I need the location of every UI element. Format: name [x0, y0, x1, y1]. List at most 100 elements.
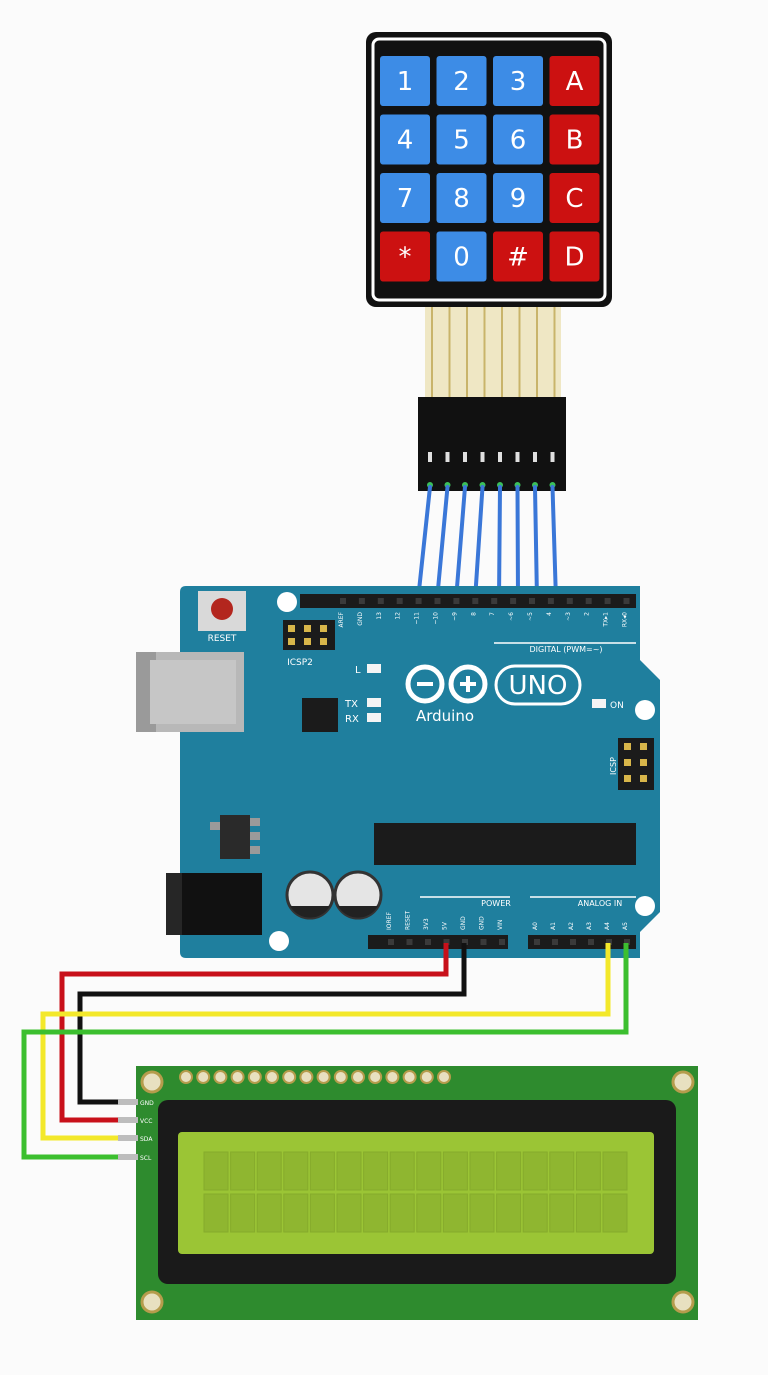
power-pin-labels: IOREF RESET 3V3 5V GND GND VIN: [386, 910, 505, 945]
mounting-hole: [635, 896, 655, 916]
on-label: ON: [610, 701, 624, 711]
pin-label: 12: [395, 612, 402, 620]
keypad-key-label: D: [564, 243, 584, 273]
lcd-pin-label: SCL: [140, 1155, 152, 1162]
pin-label: ~10: [433, 612, 440, 625]
keypad-key[interactable]: D: [549, 231, 600, 282]
keypad-key-label: #: [507, 243, 529, 273]
power-label: POWER: [481, 899, 511, 908]
keypad-key[interactable]: A: [549, 56, 600, 106]
keypad-key-label: 0: [453, 243, 470, 273]
keypad-key[interactable]: 8: [436, 173, 487, 223]
mounting-hole: [269, 931, 289, 951]
keypad-jumper-wires: [415, 485, 559, 604]
keypad-key[interactable]: 9: [493, 173, 543, 223]
keypad-key[interactable]: 2: [436, 56, 487, 106]
pin-label: A2: [568, 922, 575, 930]
sda-wire: [40, 943, 611, 1141]
pin-label: A1: [550, 922, 557, 930]
pin-label: 13: [376, 612, 383, 620]
keypad-key-label: 6: [510, 126, 527, 156]
lcd-pin-label: GND: [140, 1100, 154, 1107]
keypad-key-label: *: [399, 243, 412, 273]
capacitor: [333, 870, 383, 920]
pin-label: A3: [586, 922, 593, 930]
lcd-header-pads: [179, 1070, 451, 1084]
pin-label: 3V3: [423, 918, 430, 930]
keypad-key[interactable]: 6: [493, 114, 543, 165]
pin-label: 5V: [442, 921, 449, 930]
icsp2-label: ICSP2: [287, 658, 313, 668]
pin-label: A5: [622, 922, 629, 930]
uno-label: UNO: [509, 671, 568, 701]
usb-chip: [302, 698, 338, 732]
reset-label: RESET: [208, 634, 237, 644]
pin-label: ~11: [414, 612, 421, 625]
pin-label: 4: [546, 612, 553, 616]
voltage-regulator: [210, 815, 260, 859]
icsp-header: [618, 738, 654, 790]
icsp2-header: [283, 620, 335, 650]
keypad-key[interactable]: 5: [436, 114, 487, 165]
keypad-key[interactable]: 0: [436, 231, 487, 282]
keypad-key-label: C: [565, 184, 583, 214]
pin-label: 8: [470, 612, 477, 616]
lcd-screen: [178, 1132, 654, 1254]
arduino-logo: [405, 664, 488, 704]
keypad-key-label: 9: [510, 184, 527, 214]
keypad-key-label: 3: [510, 67, 527, 97]
pin-label: AREF: [338, 611, 345, 627]
pin-label: GND: [460, 916, 467, 930]
keypad-key-label: 4: [397, 126, 414, 156]
pin-label: 2: [584, 612, 591, 616]
rx-label: RX: [345, 714, 359, 725]
pin-label: A4: [604, 922, 611, 930]
digital-label: DIGITAL (PWM=~): [529, 645, 602, 654]
power-header: [368, 935, 508, 949]
pin-label: IOREF: [386, 912, 393, 930]
pin-label: RESET: [405, 910, 412, 930]
mounting-hole: [635, 700, 655, 720]
usb-connector: [136, 652, 244, 732]
pin-label: ~3: [565, 612, 572, 621]
uno-badge: [494, 664, 582, 706]
keypad-key[interactable]: *: [380, 231, 430, 282]
keypad-key-label: 2: [453, 67, 470, 97]
pin-label: 7: [489, 612, 496, 616]
analog-header: [528, 935, 636, 949]
keypad-key[interactable]: 7: [380, 173, 430, 223]
reset-button[interactable]: [198, 591, 246, 631]
pin-label: ~6: [508, 612, 515, 621]
keypad-key[interactable]: #: [493, 231, 543, 282]
digital-header: [300, 594, 636, 608]
keypad-key[interactable]: B: [549, 114, 600, 165]
scl-wire: [21, 943, 629, 1160]
keypad-key[interactable]: 4: [380, 114, 430, 165]
analog-pin-labels: A0 A1 A2 A3 A4 A5: [532, 922, 630, 945]
power-jack: [166, 873, 262, 935]
pin-label: GND: [357, 612, 364, 626]
pin-label: VIN: [497, 920, 504, 930]
keypad-key[interactable]: 3: [493, 56, 543, 106]
l-led: [367, 664, 381, 673]
pin-label: A0: [532, 922, 539, 930]
pin-label: TX▸1: [603, 612, 610, 628]
vcc-wire: [59, 943, 449, 1123]
pin-label: ~5: [527, 612, 534, 621]
keypad-ribbon-cable: [425, 307, 561, 399]
pin-label: GND: [479, 916, 486, 930]
keypad-header-connector: [418, 397, 566, 491]
microcontroller-chip: [374, 823, 636, 865]
keypad-key[interactable]: C: [549, 173, 600, 223]
keypad-key[interactable]: 1: [380, 56, 430, 106]
analog-label: ANALOG IN: [578, 899, 623, 908]
keypad-key-label: 7: [397, 184, 414, 214]
lcd-pin-label: SDA: [140, 1136, 153, 1143]
icsp-label: ICSP: [609, 757, 618, 775]
keypad-key-label: A: [566, 67, 584, 97]
